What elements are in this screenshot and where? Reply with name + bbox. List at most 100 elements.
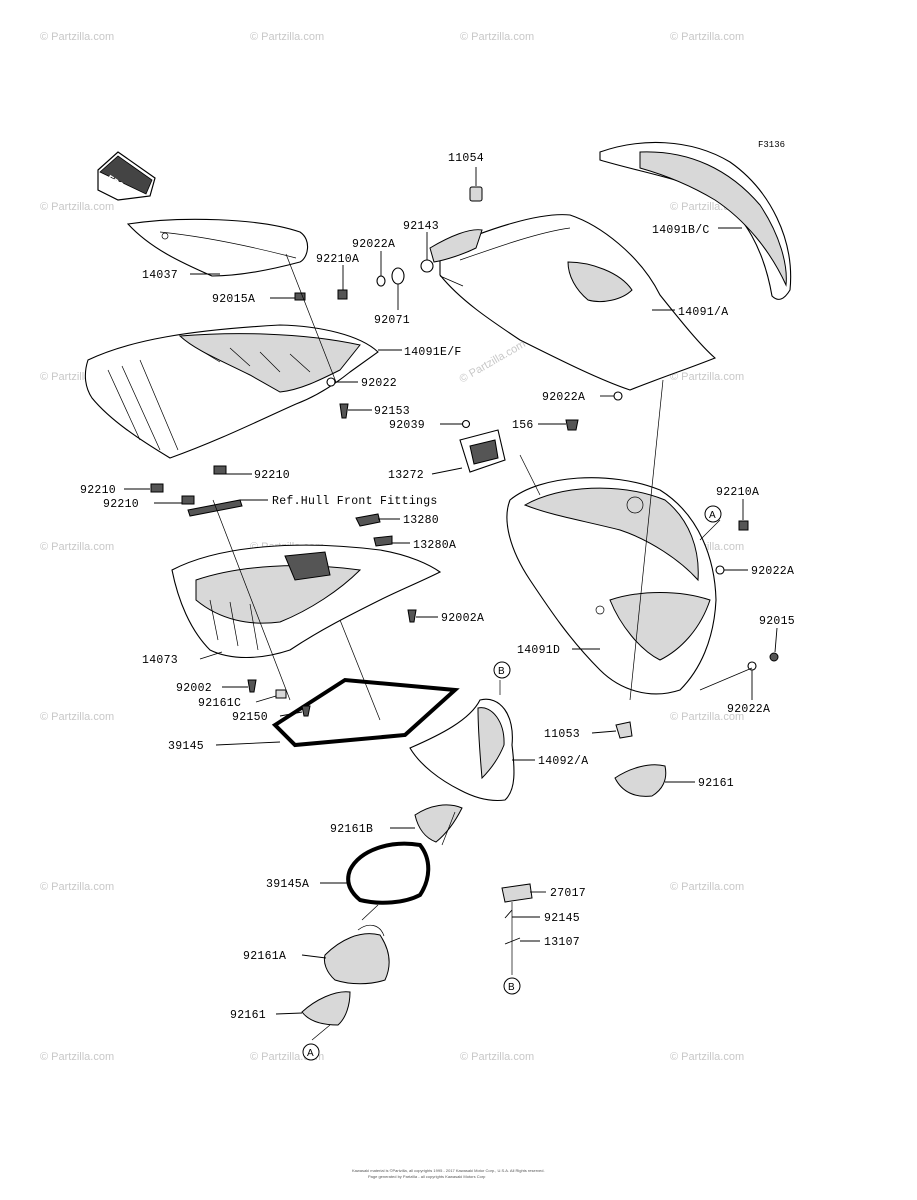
part-label: 13107 [544,936,580,949]
part-label: 92022A [542,391,585,404]
part-92161-right-pad [614,764,667,797]
figure-code: F3136 [758,140,785,150]
part-92210-nut [150,483,164,493]
part-label: 92143 [403,220,439,233]
part-92210a-nut [337,289,348,300]
part-39145-gasket [271,677,460,748]
callout-a-right: A [704,505,722,523]
part-14091a-side-cover [429,214,717,391]
part-label: 13272 [388,469,424,482]
copyright-line: Kawasaki material is ©Partzilla, all cop… [352,1168,545,1173]
part-92022a-washer [376,275,386,287]
callout-letter: A [307,1048,314,1059]
watermark: © Partzilla.com [250,31,324,43]
part-label: 14091D [517,644,560,657]
part-label: 156 [512,419,534,432]
callout-letter: A [709,510,716,521]
fasteners [150,186,779,945]
part-label: 92022A [727,703,770,716]
part-92161a-pad [323,924,390,985]
part-92150-screw [301,705,311,717]
part-92022-washer [326,377,336,387]
watermark: © Partzilla.com [460,1051,534,1063]
watermark: © Partzilla.com [40,201,114,213]
part-label: 11053 [544,728,580,741]
part-92022a-washer [715,565,725,575]
front-arrow-icon: FRONT [97,151,156,201]
part-label: 11054 [448,152,484,165]
part-label: 92161 [230,1009,266,1022]
part-92071 [391,267,405,285]
callout-a-low: A [302,1043,320,1061]
part-14091bc-side-panel [599,141,792,300]
watermark: © Partzilla.com [40,711,114,723]
part-92161b-pad [414,804,463,843]
part-label: 27017 [550,887,586,900]
part-label: 92210 [103,498,139,511]
part-92022a-washer [747,661,757,671]
callout-b-low: B [503,977,521,995]
part-label: 92210 [254,469,290,482]
part-label: 14073 [142,654,178,667]
part-92143 [420,259,434,273]
part-label: 92022A [751,565,794,578]
part-156-bolt [565,419,579,431]
part-13107 [504,937,521,945]
part-label: 39145A [266,878,309,891]
callout-letter: B [498,666,505,677]
part-label: 92015A [212,293,255,306]
part-label: 92210A [316,253,359,266]
part-92210-nut [181,495,195,505]
watermark: © Partzilla.com [40,31,114,43]
part-label: 92015 [759,615,795,628]
part-92039 [461,419,471,429]
part-label: 14091/A [678,306,728,319]
copyright-line: Page generated by Partzilla - all copyri… [368,1174,486,1179]
part-11053 [615,721,633,739]
part-label: 92150 [232,711,268,724]
part-label: 92022A [352,238,395,251]
part-label: 14092/A [538,755,588,768]
part-label: 92002A [441,612,484,625]
part-92161-lower-pad [301,991,351,1026]
watermark: © Partzilla.com [40,541,114,553]
part-label: 92002 [176,682,212,695]
part-label: 92161C [198,697,241,710]
ref-fitting-bar [187,499,243,517]
part-label: 14091B/C [652,224,710,237]
watermark: © Partzilla.com [670,711,744,723]
part-92210a-nut [738,520,749,531]
part-92210-nut [213,465,227,475]
callout-b-mid: B [493,661,511,679]
part-label: 92161A [243,950,286,963]
part-label: 92153 [374,405,410,418]
watermark: © Partzilla.com [670,31,744,43]
part-label: 14037 [142,269,178,282]
part-39145a-gasket [346,841,431,905]
part-13272-bracket [459,429,506,473]
part-27017-label [501,883,533,903]
watermark: © Partzilla.com [40,1051,114,1063]
part-label: 92210A [716,486,759,499]
part-label: 13280 [403,514,439,527]
part-14037-cover [126,218,309,277]
part-92161c [275,689,287,699]
watermark: © Partzilla.com [40,881,114,893]
part-92015a-nut [294,292,306,301]
part-label: 39145 [168,740,204,753]
part-92002a-bolt [407,609,417,623]
callout-letter: B [508,982,515,993]
part-label: 13280A [413,539,456,552]
part-label: 92145 [544,912,580,925]
part-label: 92039 [389,419,425,432]
part-14091ef-deck [84,324,379,459]
part-13280a [373,535,393,547]
watermark: © Partzilla.com [670,881,744,893]
part-92022a-washer [613,391,623,401]
part-14073-storage-tray [171,544,442,659]
reference-note: Ref.Hull Front Fittings [272,495,438,508]
part-11054 [469,186,483,202]
leader-lines [124,167,778,1041]
part-label: 92161B [330,823,373,836]
